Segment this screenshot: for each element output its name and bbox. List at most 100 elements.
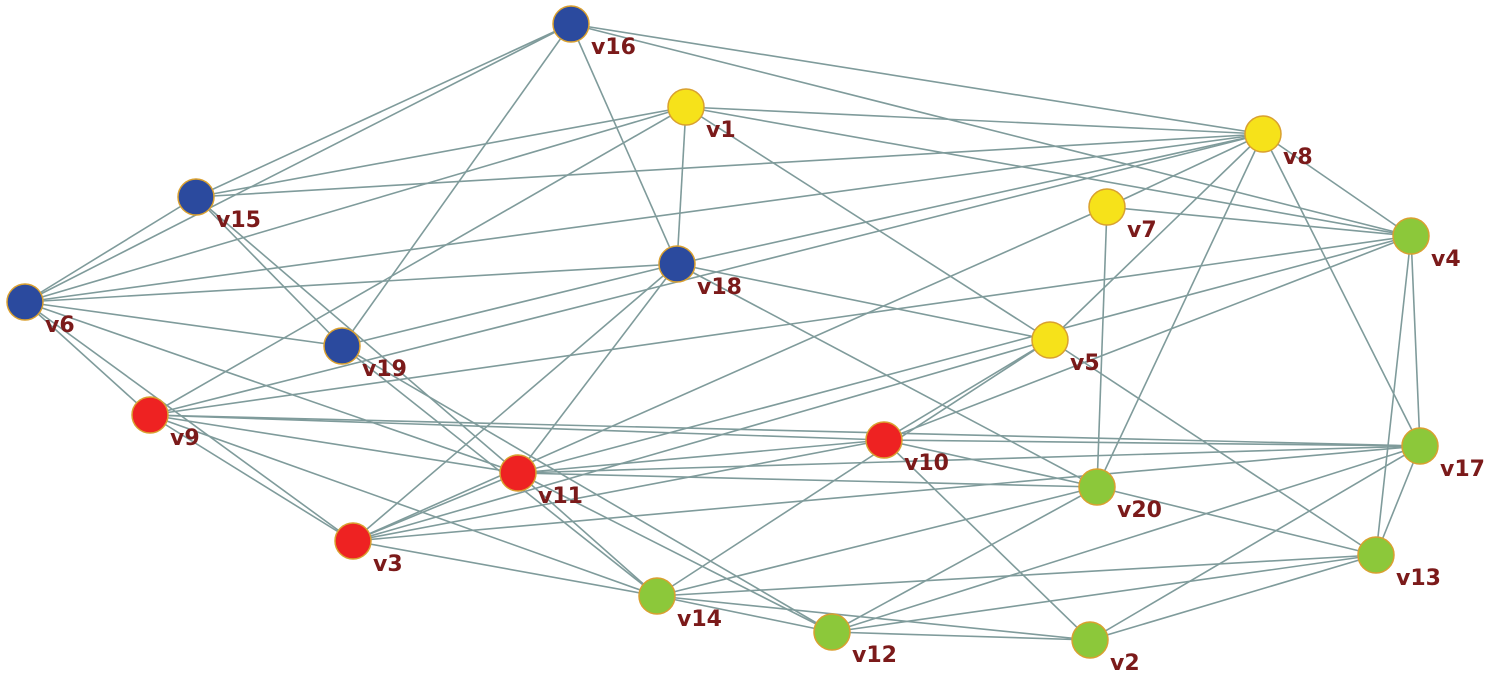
node-v2	[1071, 621, 1109, 659]
edge-v7-v4	[1106, 206, 1412, 237]
node-v19	[323, 327, 361, 365]
node-label-v6: v6	[45, 313, 75, 338]
edge-v15-v6	[24, 196, 197, 303]
node-label-v3: v3	[373, 552, 403, 577]
edge-v16-v18	[570, 23, 678, 265]
edge-v11-v14	[517, 472, 658, 597]
node-label-v1: v1	[706, 118, 736, 143]
edge-v16-v6	[24, 23, 572, 303]
edge-v1-v15	[195, 106, 687, 198]
node-v4	[1392, 217, 1430, 255]
edge-v10-v3	[352, 439, 885, 542]
edge-v1-v4	[685, 106, 1412, 237]
edge-v1-v9	[149, 106, 687, 416]
edge-v20-v12	[831, 486, 1098, 633]
node-v11	[499, 454, 537, 492]
edge-v5-v10	[883, 339, 1051, 441]
node-label-v20: v20	[1117, 498, 1162, 523]
edge-v4-v11	[517, 235, 1412, 474]
edge-v8-v5	[1049, 133, 1264, 341]
edge-v12-v2	[831, 631, 1091, 641]
node-label-v9: v9	[170, 426, 200, 451]
edge-v8-v7	[1106, 133, 1264, 208]
node-label-v18: v18	[697, 275, 742, 300]
edge-v3-v14	[352, 540, 658, 597]
edge-v10-v2	[883, 439, 1091, 641]
edge-v16-v4	[570, 23, 1412, 237]
edge-v9-v11	[149, 414, 519, 474]
node-label-v10: v10	[904, 451, 949, 476]
node-v15	[177, 178, 215, 216]
node-v3	[334, 522, 372, 560]
edge-v18-v3	[352, 263, 678, 542]
node-v20	[1078, 468, 1116, 506]
edge-v4-v10	[883, 235, 1412, 441]
node-label-v8: v8	[1283, 145, 1313, 170]
node-v7	[1088, 188, 1126, 226]
edge-v13-v12	[831, 554, 1377, 633]
node-v17	[1401, 427, 1439, 465]
edge-v10-v17	[883, 439, 1421, 447]
edge-v8-v20	[1096, 133, 1264, 488]
edge-v13-v14	[656, 554, 1377, 597]
node-label-v2: v2	[1110, 651, 1140, 676]
edge-v20-v13	[1096, 486, 1377, 556]
edge-v9-v3	[149, 414, 354, 542]
edge-v17-v2	[1089, 445, 1421, 641]
graph-labels: v1v2v3v4v5v6v7v8v9v10v11v12v13v14v15v16v…	[45, 35, 1485, 676]
edge-v15-v8	[195, 133, 1264, 198]
edge-v15-v19	[195, 196, 343, 347]
edge-v11-v10	[517, 439, 885, 474]
edge-v1-v8	[685, 106, 1264, 135]
node-label-v13: v13	[1396, 566, 1441, 591]
node-v8	[1244, 115, 1282, 153]
edge-v6-v18	[24, 263, 678, 303]
node-label-v16: v16	[591, 35, 636, 60]
node-v16	[552, 5, 590, 43]
edge-v19-v12	[341, 345, 833, 633]
edge-v9-v14	[149, 414, 658, 597]
node-v6	[6, 283, 44, 321]
edge-v11-v20	[517, 472, 1098, 488]
graph-nodes	[6, 5, 1439, 659]
edge-v18-v8	[676, 133, 1264, 265]
graph-edges	[24, 23, 1421, 641]
edge-v1-v18	[676, 106, 687, 265]
edge-v1-v6	[24, 106, 687, 303]
edge-v17-v12	[831, 445, 1421, 633]
node-label-v15: v15	[216, 208, 261, 233]
edge-v5-v14	[656, 339, 1051, 597]
edge-v5-v13	[1049, 339, 1377, 556]
edge-v6-v8	[24, 133, 1264, 303]
edge-v6-v19	[24, 301, 343, 347]
node-v13	[1357, 536, 1395, 574]
node-v1	[667, 88, 705, 126]
edge-v3-v17	[352, 445, 1421, 542]
node-label-v7: v7	[1127, 218, 1157, 243]
node-label-v11: v11	[538, 484, 583, 509]
edge-v10-v20	[883, 439, 1098, 488]
node-label-v19: v19	[362, 357, 407, 382]
edge-v7-v3	[352, 206, 1108, 542]
node-label-v12: v12	[852, 643, 897, 668]
edge-v5-v3	[352, 339, 1051, 542]
edge-v13-v2	[1089, 554, 1377, 641]
edge-v18-v11	[517, 263, 678, 474]
edge-v16-v15	[195, 23, 572, 198]
edge-v6-v11	[24, 301, 519, 474]
edge-v4-v13	[1375, 235, 1412, 556]
node-v5	[1031, 321, 1069, 359]
edge-v18-v19	[341, 263, 678, 347]
edge-v9-v17	[149, 414, 1421, 447]
node-v12	[813, 613, 851, 651]
node-label-v17: v17	[1440, 457, 1485, 482]
edge-v9-v10	[149, 414, 885, 441]
edge-v14-v12	[656, 595, 833, 633]
node-label-v14: v14	[677, 607, 722, 632]
edge-v14-v2	[656, 595, 1091, 641]
edge-v16-v19	[341, 23, 572, 347]
node-v9	[131, 396, 169, 434]
edge-v7-v20	[1096, 206, 1108, 488]
node-v14	[638, 577, 676, 615]
